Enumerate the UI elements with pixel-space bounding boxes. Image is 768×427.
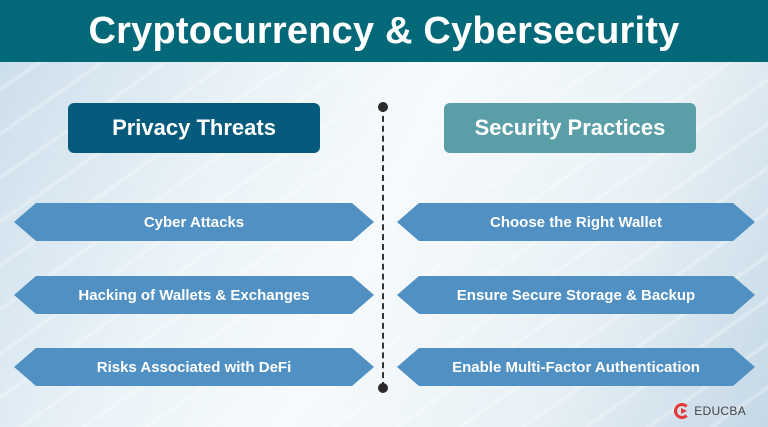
practice-item: Enable Multi-Factor Authentication [397,348,755,386]
logo-text: EDUCBA [694,404,746,418]
header-bar: Cryptocurrency & Cybersecurity [0,0,768,62]
threat-item: Hacking of Wallets & Exchanges [14,276,374,314]
divider-top-dot [378,102,388,112]
educba-logo: EDUCBA [674,403,746,419]
divider-bottom-dot [378,383,388,393]
privacy-threats-title: Privacy Threats [68,103,320,153]
practice-item: Ensure Secure Storage & Backup [397,276,755,314]
practice-item: Choose the Right Wallet [397,203,755,241]
threat-item: Cyber Attacks [14,203,374,241]
page-title: Cryptocurrency & Cybersecurity [88,9,680,52]
educba-logo-icon [674,403,691,419]
security-practices-title: Security Practices [444,103,696,153]
dashed-divider [382,106,384,388]
threat-item: Risks Associated with DeFi [14,348,374,386]
